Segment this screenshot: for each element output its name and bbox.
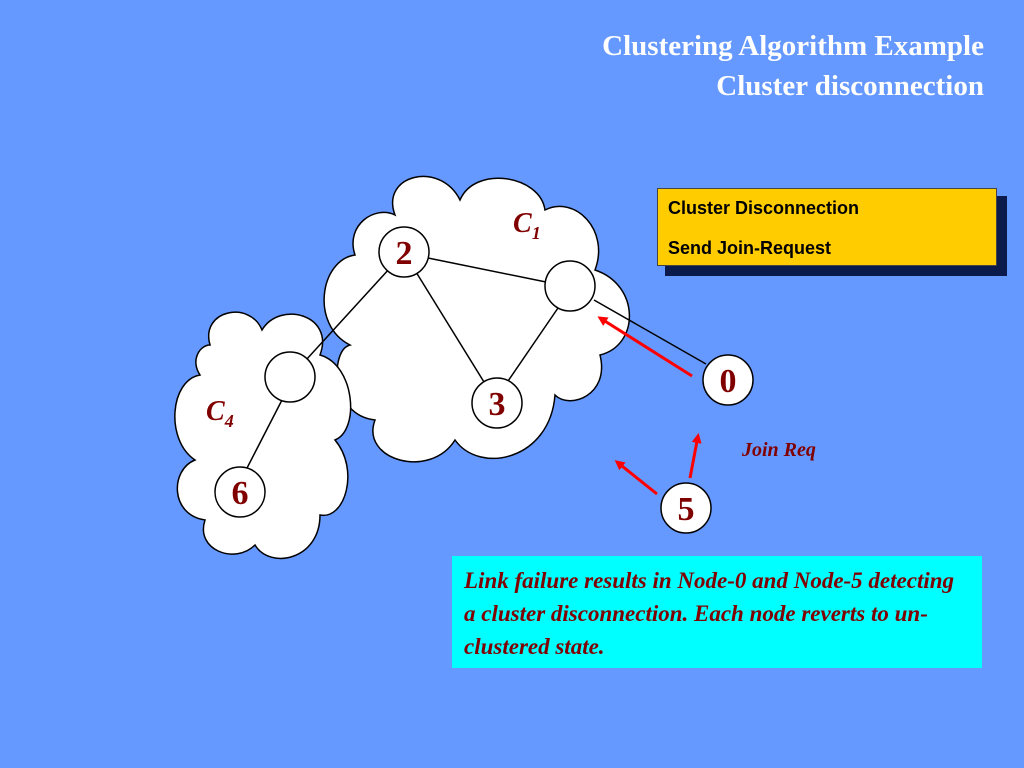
cluster-c1-sub: 1 bbox=[532, 223, 541, 243]
join-req-label: Join Req bbox=[741, 439, 816, 461]
node-2-label: 2 bbox=[396, 235, 413, 272]
node-3: 3 bbox=[471, 377, 523, 429]
cluster-c4-cloud bbox=[174, 311, 352, 560]
node-c4-head bbox=[264, 351, 316, 403]
title-line-1: Clustering Algorithm Example bbox=[602, 30, 984, 62]
edge-c1head-3 bbox=[505, 307, 559, 385]
nodes: 2 3 6 0 5 bbox=[214, 226, 754, 534]
edge-2-c1head bbox=[427, 257, 547, 283]
cluster-c4-label: C4 bbox=[206, 396, 234, 431]
join-arrows bbox=[597, 316, 702, 496]
note-box: Link failure results in Node-0 and Node-… bbox=[452, 556, 982, 668]
node-6-label: 6 bbox=[232, 475, 249, 512]
cluster-c1-cloud bbox=[323, 175, 631, 463]
node-3-label: 3 bbox=[489, 386, 506, 423]
node-5-label: 5 bbox=[678, 491, 695, 528]
status-box: Cluster Disconnection Send Join-Request bbox=[657, 188, 997, 266]
node-0: 0 bbox=[702, 354, 754, 406]
node-0-label: 0 bbox=[720, 363, 737, 400]
edge-2-c4head bbox=[305, 267, 391, 361]
cluster-c4-sub: 4 bbox=[224, 411, 234, 431]
cluster-c1-label: C1 bbox=[513, 208, 541, 243]
arrow-5-to-left bbox=[614, 460, 658, 496]
node-c1-head bbox=[544, 260, 596, 312]
title-line-2: Cluster disconnection bbox=[716, 70, 984, 102]
arrow-5-to-0 bbox=[688, 433, 702, 479]
slide-title: Clustering Algorithm Example Cluster dis… bbox=[602, 26, 984, 106]
cluster-c1-main: C bbox=[513, 208, 532, 239]
node-2: 2 bbox=[378, 226, 430, 278]
edge-c1head-0 bbox=[593, 299, 707, 365]
arrow-0-to-c1 bbox=[597, 316, 693, 378]
node-5: 5 bbox=[660, 482, 712, 534]
edge-2-3 bbox=[415, 271, 485, 383]
status-line-2: Send Join-Request bbox=[668, 238, 832, 258]
cluster-c4-main: C bbox=[206, 396, 225, 427]
status-line-1: Cluster Disconnection bbox=[668, 198, 860, 218]
node-6: 6 bbox=[214, 466, 266, 518]
edges bbox=[245, 257, 707, 471]
edge-c4head-6 bbox=[245, 399, 283, 471]
